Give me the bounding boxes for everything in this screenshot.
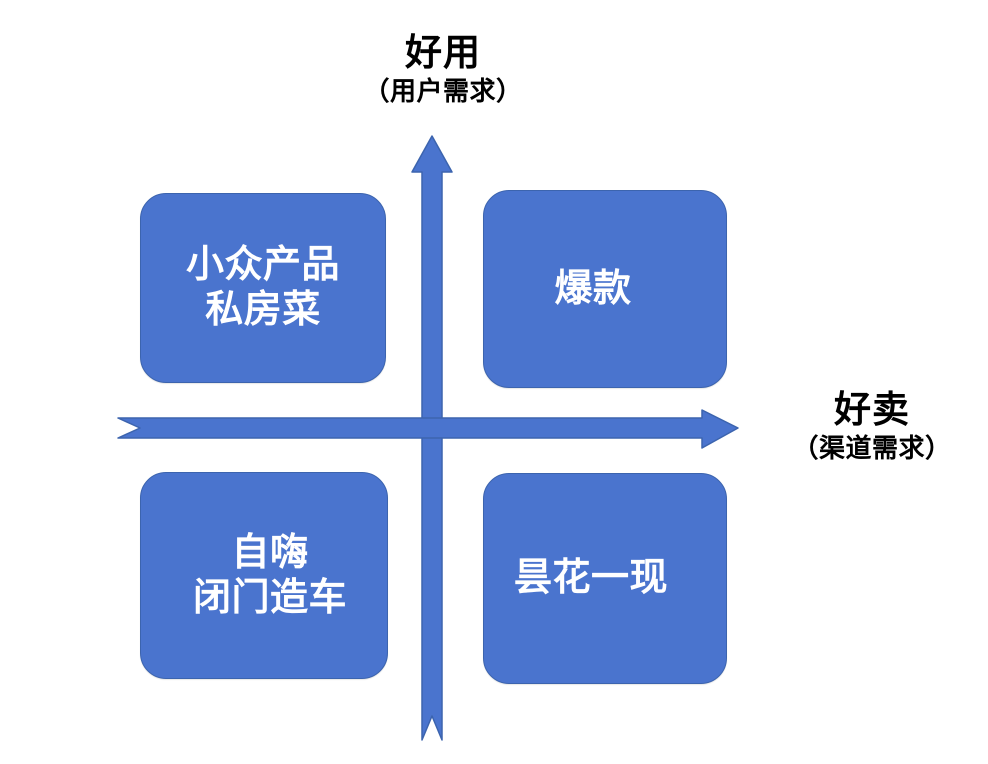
horizontal-axis-title: 好卖 (834, 389, 910, 430)
quadrant-bottom-left[interactable]: 自嗨 闭门造车 (140, 472, 388, 679)
quadrant-top-right[interactable]: 爆款 (483, 190, 727, 388)
vertical-axis-title: 好用 (405, 32, 481, 73)
horizontal-axis-subtitle: （渠道需求） (792, 432, 952, 463)
quadrant-bottom-right-label: 昙花一现 (513, 557, 668, 600)
vertical-axis-label: 好用 （用户需求） (328, 32, 558, 106)
quadrant-top-left[interactable]: 小众产品 私房菜 (140, 193, 386, 383)
horizontal-axis-arrow (117, 409, 739, 449)
quadrant-bottom-left-label: 自嗨 闭门造车 (192, 531, 347, 619)
horizontal-axis-label: 好卖 （渠道需求） (760, 389, 984, 463)
quadrant-top-left-label: 小众产品 私房菜 (185, 244, 340, 331)
vertical-axis-arrow (411, 135, 453, 741)
vertical-axis-subtitle: （用户需求） (363, 75, 523, 106)
quadrant-top-right-label: 爆款 (554, 267, 632, 310)
quadrant-bottom-right[interactable]: 昙花一现 (483, 473, 727, 684)
